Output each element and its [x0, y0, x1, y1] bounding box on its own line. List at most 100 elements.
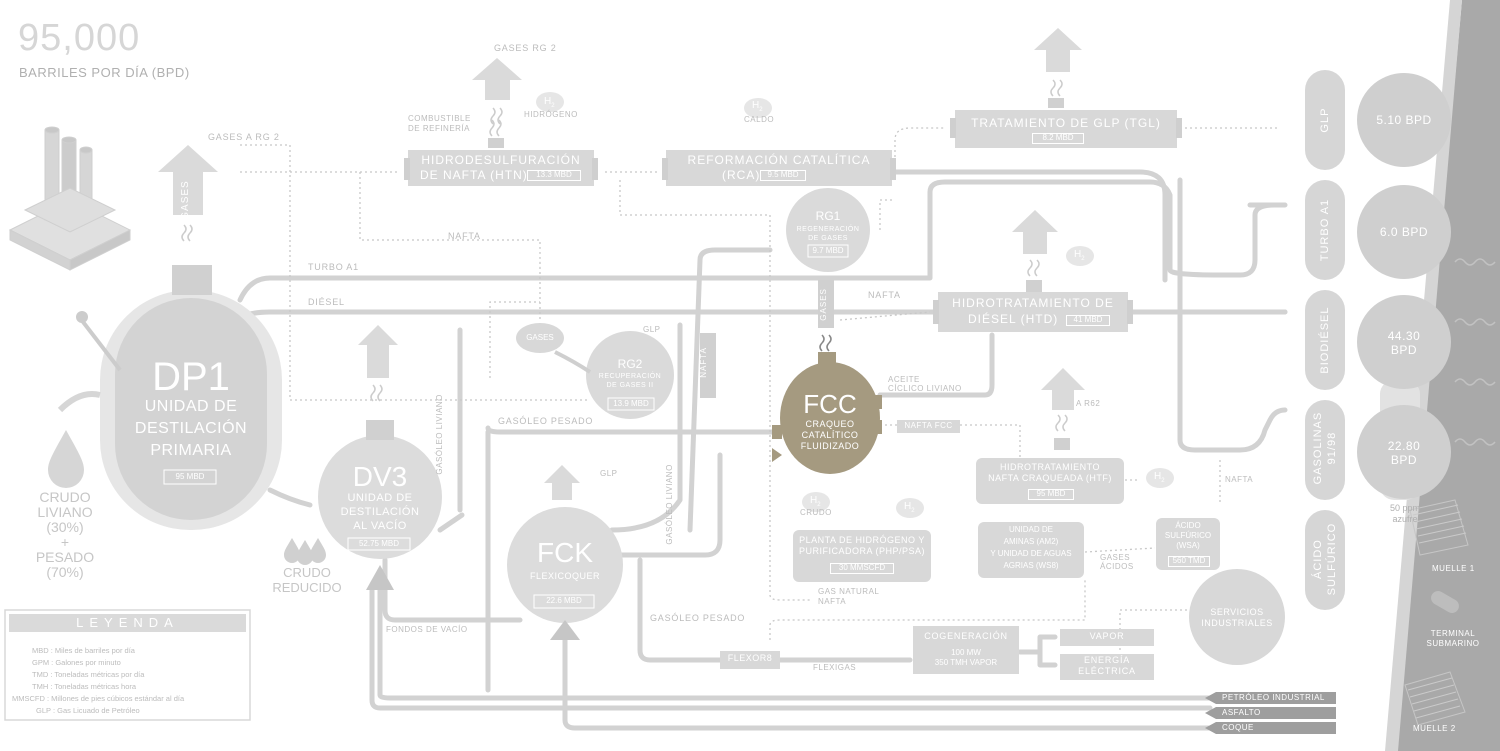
muelle1-label: MUELLE 1	[1432, 564, 1475, 573]
legend-item: MMSCFD : Millones de pies cúbicos estánd…	[12, 694, 185, 703]
turbo-a1-flow: TURBO A1	[308, 262, 359, 272]
dv3-unit	[318, 420, 442, 590]
wsa-line2: SULFÚRICO	[1164, 531, 1212, 540]
crudo-h2-label: CRUDO	[800, 508, 832, 517]
servicios-line1: SERVICIOS	[1210, 607, 1264, 617]
waves	[1454, 258, 1496, 446]
am2-line2: AMINAS (AM2)	[1003, 537, 1059, 546]
cog-cap1: 100 MW	[951, 648, 981, 657]
gases-vertical-box	[818, 280, 834, 328]
nafta-vertical-box	[700, 333, 716, 398]
htf-line2: NAFTA CRAQUEADA (HTF)	[988, 473, 1112, 483]
gases-rg2-label: GASES RG 2	[494, 43, 557, 53]
factory-icon	[8, 126, 132, 271]
dv3-arrow	[358, 325, 398, 402]
capacity-unit: BARRILES POR DÍA (BPD)	[19, 65, 190, 80]
legend-item: GLP : Gas Licuado de Petróleo	[36, 706, 140, 715]
crudo-reducido-icon	[284, 538, 326, 565]
tgl-line1: TRATAMIENTO DE GLP (TGL)	[971, 116, 1161, 130]
terminal-line2: SUBMARINO	[1426, 639, 1480, 648]
combustible-line2: DE REFINERÍA	[408, 124, 471, 133]
htd-arrow	[1012, 210, 1058, 292]
gas-arrows: GASES	[158, 28, 1085, 500]
htd-cap: 41 MBD	[1066, 315, 1110, 326]
gases-acidos-line2: ÁCIDOS	[1100, 562, 1134, 571]
dv3-code: DV3	[352, 461, 408, 492]
fondos-vacio-label: FONDOS DE VACÍO	[386, 625, 468, 634]
wsa-line3: (WSA)	[1176, 541, 1200, 550]
glp-label-1: GLP	[643, 325, 661, 334]
crudo-drop-icon	[48, 391, 101, 488]
gasoleo-pesado-1: GASÓLEO PESADO	[498, 416, 594, 426]
legend-item: TMH : Toneladas métricas hora	[32, 682, 137, 691]
gas-natural-label: GAS NATURAL	[818, 587, 880, 596]
fck-code: FCK	[537, 537, 593, 568]
nafta-label-3: NAFTA	[1225, 475, 1254, 484]
flexigas-label: FLEXIGAS	[813, 663, 857, 672]
rg2-line1: RECUPERACIÓN	[598, 373, 662, 380]
nafta-label-4: NAFTA	[818, 597, 847, 606]
sulfur-note-1: 50 ppm	[1389, 503, 1421, 513]
terminal-line1: TERMINAL	[1430, 629, 1476, 638]
products	[1305, 70, 1451, 610]
wsa-cap: 560 TMD	[1168, 556, 1210, 567]
rg2-unit	[586, 331, 674, 419]
diesel-flow: DIÉSEL	[308, 297, 345, 307]
fcc-line2: CATALÍTICO	[801, 430, 859, 440]
fck-line1: FLEXICOQUER	[529, 571, 600, 581]
servicios-line2: INDUSTRIALES	[1201, 618, 1273, 628]
dp1-code: DP1	[152, 355, 230, 399]
php-line1: PLANTA DE HIDRÓGENO Y	[799, 535, 925, 545]
energia-line1: ENERGÍA	[1083, 655, 1131, 665]
htn-line1: HIDRODESULFURACIÓN	[421, 153, 581, 167]
fcc-line1: CRAQUEO	[805, 419, 855, 429]
php-cap: 30 MMSCFD	[830, 563, 894, 574]
liviano-label: LIVIANO	[37, 504, 93, 520]
legend-items: MBD : Miles de barriles por día GPM : Ga…	[12, 645, 242, 717]
pesado-label: PESADO	[35, 549, 95, 565]
sulfur-note-2: azufre	[1392, 514, 1418, 524]
a-r62-label: A R62	[1076, 399, 1101, 408]
dv3-line3: AL VACÍO	[353, 520, 407, 532]
dv3-line1: UNIDAD DE	[347, 492, 413, 504]
dp1-unit	[76, 265, 282, 530]
legend	[4, 609, 251, 721]
h2-htf: H2	[1154, 471, 1165, 484]
h2-clouds	[536, 92, 1174, 518]
gases-cloud	[516, 323, 592, 374]
aceite-line2: CÍCLICO LIVIANO	[888, 384, 962, 393]
h2-php: H2	[904, 501, 915, 514]
h2-htd: H2	[1074, 249, 1085, 262]
wsa-line1: ÁCIDO	[1175, 521, 1201, 530]
crudo-reducido-1: CRUDO	[283, 565, 331, 580]
nafta-vertical: NAFTA	[698, 347, 708, 378]
nafta-fcc-tag: NAFTA FCC	[904, 421, 953, 430]
gases-cloud-label: GASES	[526, 333, 554, 342]
servicios-unit	[1189, 569, 1285, 665]
nafta-label-2: NAFTA	[868, 290, 901, 300]
crudo-label: CRUDO	[39, 489, 91, 505]
fcc-stack	[818, 334, 836, 364]
fcc-code: FCC	[803, 389, 857, 419]
gases-rg2-arrow	[472, 58, 522, 125]
dp1-cap: 95 MBD	[175, 472, 205, 481]
caldo-label: CALDO	[744, 115, 775, 124]
product-biodiesel: BIODIÉSEL	[1318, 306, 1331, 374]
rg2-code: RG2	[617, 357, 643, 371]
rca-cap: 9.5 MBD	[760, 170, 806, 181]
product-acido-1: ÁCIDO	[1311, 539, 1324, 579]
rg1-line2: DE GASES	[808, 235, 848, 242]
capacity-value: 95,000	[18, 17, 141, 59]
product-glp-value: 5.10 BPD	[1376, 113, 1432, 127]
liviano-pct: (30%)	[46, 519, 84, 535]
output-tags	[1205, 692, 1336, 734]
gasoleo-pesado-2: GASÓLEO PESADO	[650, 613, 746, 623]
dotted-lines	[240, 127, 1280, 650]
muelle2-label: MUELLE 2	[1413, 724, 1456, 733]
fck-cap: 22.6 MBD	[546, 596, 582, 605]
am2-line4: AGRIAS (WS8)	[1003, 561, 1059, 570]
product-glp: GLP	[1318, 107, 1331, 133]
fck-arrow	[544, 465, 580, 500]
